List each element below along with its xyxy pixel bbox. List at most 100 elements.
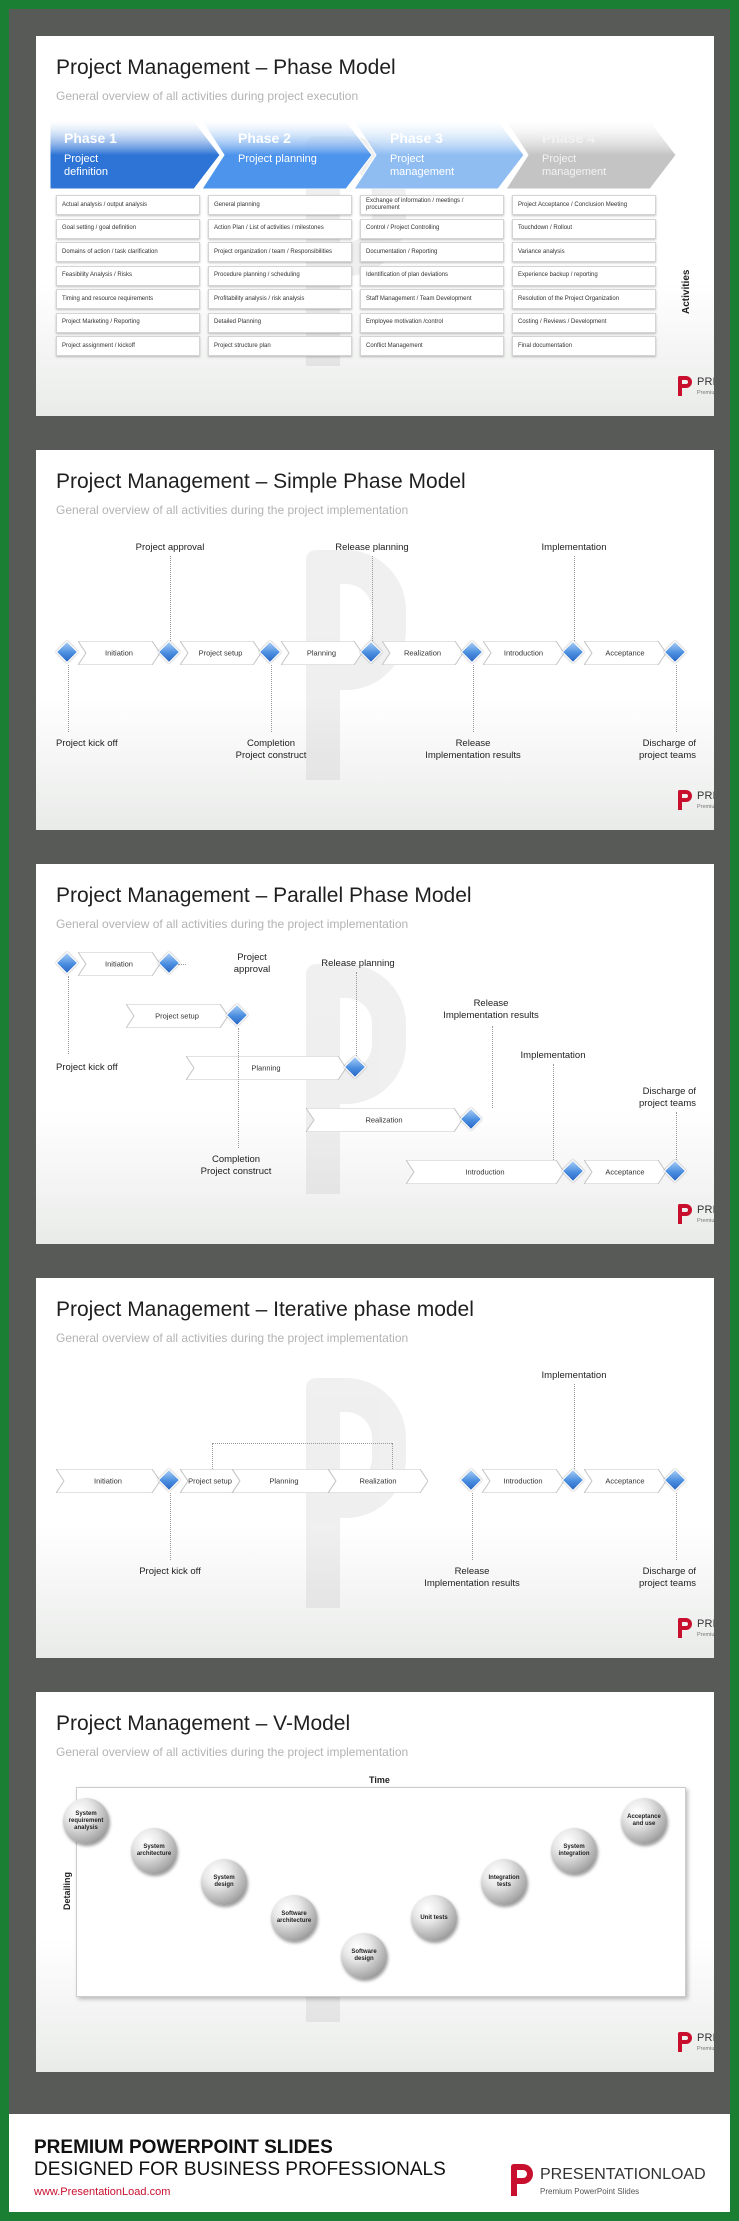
connector-line — [212, 1443, 392, 1444]
connector-line — [170, 556, 171, 641]
activity-box: Staff Management / Team Development — [360, 289, 504, 309]
slide-subtitle: General overview of all activities durin… — [56, 1331, 409, 1345]
milestone-label: Implementation — [520, 1050, 586, 1061]
slide-subtitle: General overview of all activities durin… — [56, 503, 409, 517]
phase-step: Planning — [281, 641, 362, 665]
milestone-diamond — [561, 1468, 585, 1492]
phase-description: Project planning — [238, 153, 317, 165]
slide-phase-model: Project Management – Phase Model General… — [36, 36, 714, 416]
phase-step: Acceptance — [584, 1160, 666, 1184]
activity-box: Variance analysis — [512, 242, 656, 262]
milestone-label: Implementation — [541, 542, 607, 553]
milestone-diamond — [157, 1468, 181, 1492]
v-model-node: Integration tests — [481, 1859, 527, 1905]
slide-title: Project Management – Phase Model — [56, 56, 396, 79]
phase-step: Introduction — [483, 641, 564, 665]
activity-box: Documentation / Reporting — [360, 242, 504, 262]
milestone-label: Project approval — [135, 542, 205, 553]
connector-line — [392, 1443, 393, 1469]
v-model-node: System architecture — [131, 1828, 177, 1874]
activity-box: Actual analysis / output analysis — [56, 195, 200, 215]
phase-step: Project setup — [180, 1469, 240, 1493]
phase-name: Phase 1 — [64, 130, 117, 146]
activity-box: Profitability analysis / risk analysis — [208, 289, 352, 309]
connector-line — [170, 1493, 171, 1560]
connector-line — [372, 556, 373, 641]
activity-box: Project assignment / kickoff — [56, 336, 200, 356]
v-model-node: System requirement analysis — [63, 1798, 109, 1844]
slide-title: Project Management – Simple Phase Model — [56, 470, 466, 493]
phase-step: Project setup — [180, 641, 261, 665]
milestone-label: Project kick off — [56, 738, 118, 749]
connector-line — [574, 1384, 575, 1469]
connector-line — [676, 1112, 677, 1160]
connector-line — [356, 972, 357, 1056]
connector-line — [473, 665, 474, 732]
activity-box: Final documentation — [512, 336, 656, 356]
v-model-node: Unit tests — [411, 1895, 457, 1941]
slide-title: Project Management – Parallel Phase Mode… — [56, 884, 472, 907]
phase-description: Project definition — [64, 153, 109, 178]
page-background: Project Management – Phase Model General… — [9, 9, 730, 2212]
milestone-diamond — [460, 640, 484, 664]
milestone-diamond — [663, 640, 687, 664]
activity-box: Domains of action / task clarification — [56, 242, 200, 262]
connector-line — [676, 1493, 677, 1560]
phase-step: Realization — [306, 1108, 462, 1132]
slide-subtitle: General overview of all activities durin… — [56, 89, 359, 103]
phase-step: Introduction — [482, 1469, 564, 1493]
slide-simple-phase-model: Project Management – Simple Phase Model … — [36, 450, 714, 830]
activity-box: General planning — [208, 195, 352, 215]
slide-iterative-phase-model: Project Management – Iterative phase mod… — [36, 1278, 714, 1658]
milestone-diamond — [225, 1003, 249, 1027]
milestone-diamond — [157, 640, 181, 664]
activity-box: Experience backup / reporting — [512, 265, 656, 286]
milestone-diamond — [55, 640, 79, 664]
connector-line — [178, 964, 186, 965]
footer-banner: PREMIUM POWERPOINT SLIDES DESIGNED FOR B… — [9, 2114, 730, 2212]
activity-box: Identification of plan deviations — [360, 265, 504, 286]
activities-label: Activities — [681, 269, 692, 314]
milestone-diamond — [157, 951, 181, 975]
phase-1-arrow: Phase 1 Project definition — [50, 121, 220, 189]
connector-line — [212, 1443, 213, 1469]
phase-step: Acceptance — [584, 641, 666, 665]
connector-line — [238, 1028, 239, 1148]
milestone-label: Project kick off — [139, 1566, 201, 1577]
activity-box: Control / Project Controlling — [360, 218, 504, 239]
phase-step: Initiation — [56, 1469, 160, 1493]
activity-box: Detailed Planning — [208, 312, 352, 333]
connector-line — [553, 1064, 554, 1160]
phase-name: Phase 3 — [390, 130, 443, 146]
slide-title: Project Management – Iterative phase mod… — [56, 1298, 474, 1321]
phase-step: Introduction — [406, 1160, 564, 1184]
milestone-diamond — [459, 1468, 483, 1492]
slide-subtitle: General overview of all activities durin… — [56, 1745, 409, 1759]
activity-box: Touchdown / Rollout — [512, 218, 656, 239]
activity-box: Project organization / team / Responsibi… — [208, 242, 352, 262]
phase-step: Project setup — [126, 1004, 228, 1028]
milestone-diamond — [663, 1468, 687, 1492]
activity-box: Conflict Management — [360, 336, 504, 356]
milestone-label: Project kick off — [56, 1062, 118, 1073]
v-model-node: Acceptance and use — [621, 1798, 667, 1844]
milestone-diamond — [258, 640, 282, 664]
activity-box: Procedure planning / scheduling — [208, 265, 352, 286]
connector-line — [676, 665, 677, 732]
footer-headline: PREMIUM POWERPOINT SLIDES — [34, 2137, 333, 2158]
footer-url-link[interactable]: www.PresentationLoad.com — [34, 2186, 171, 2198]
activity-box: Goal setting / goal definition — [56, 218, 200, 239]
connector-line — [271, 665, 272, 732]
phase-step: Initiation — [78, 952, 160, 976]
phase-description: Project management — [542, 153, 607, 178]
milestone-label: Release planning — [335, 542, 409, 553]
